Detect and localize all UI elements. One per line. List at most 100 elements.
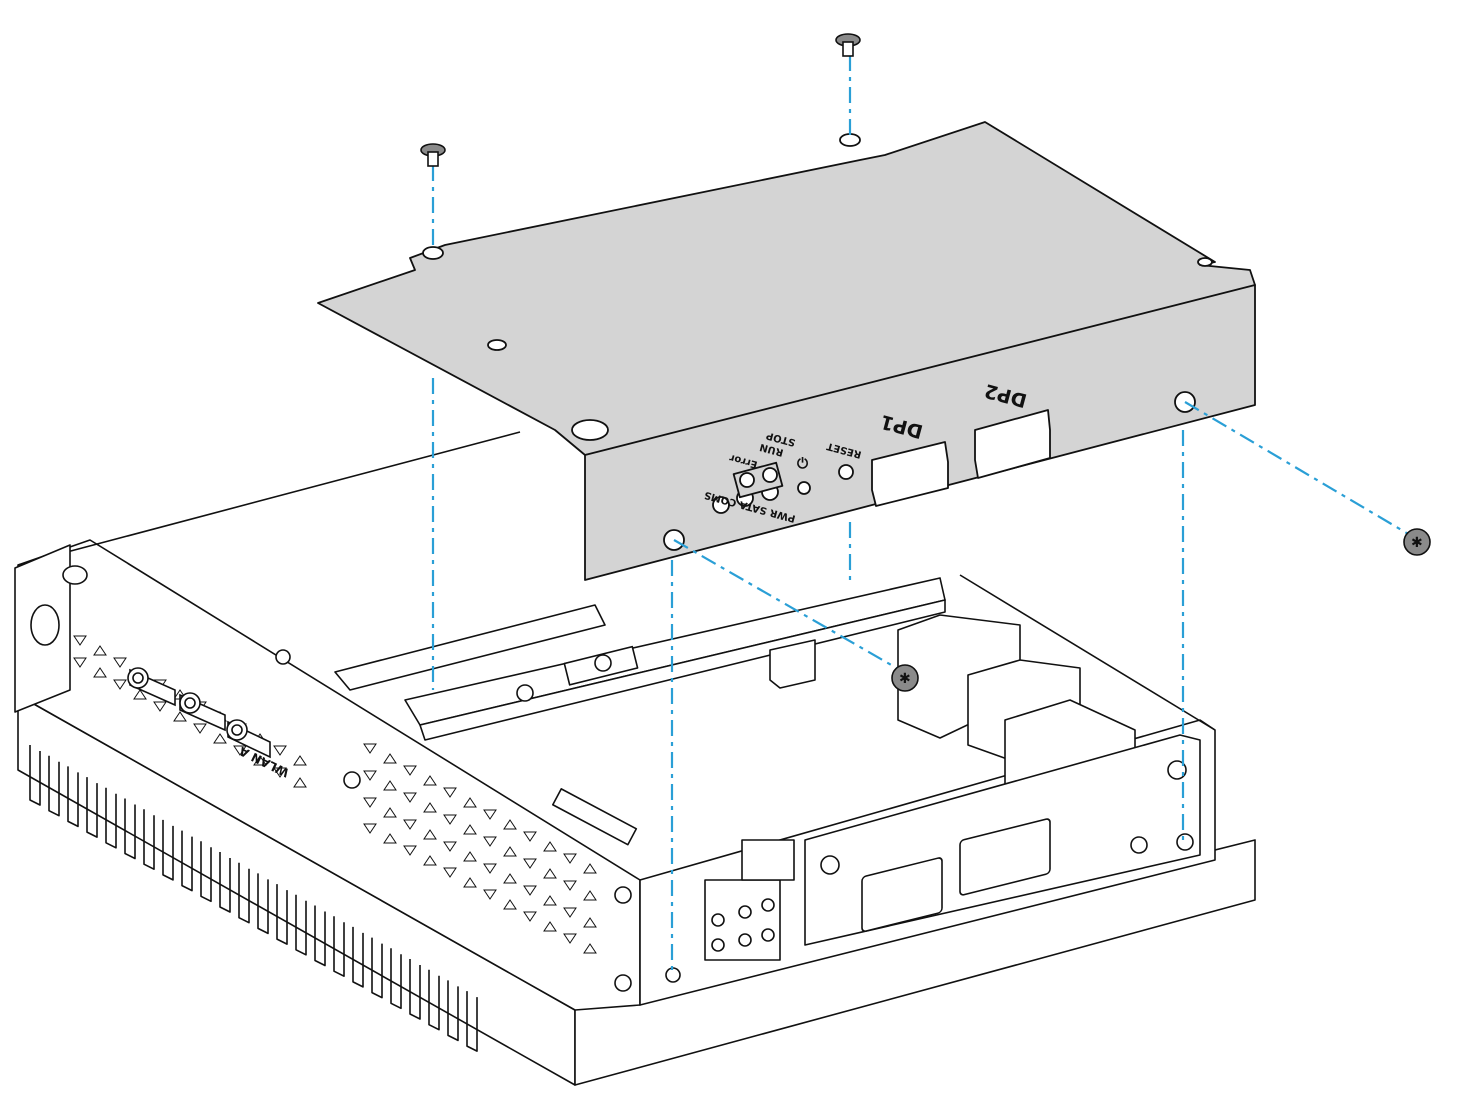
vent-hole [423,829,437,840]
screw-top-right [835,33,861,57]
power-symbol: ⏻ [797,456,808,472]
sata-port-2 [959,818,1051,896]
vent-hole [543,841,557,852]
screw-side-right: ✱ [1403,528,1431,556]
heatsink-fin [257,873,269,935]
vent-hole [403,819,417,830]
terminal-3 [761,898,775,912]
vent-hole [73,635,87,646]
vent-hole [503,819,517,830]
rail-hole-2 [516,684,534,702]
cover-hole-top-left [422,246,444,260]
heatsink-fin [67,766,79,828]
side-plate-hole-1 [820,855,840,875]
vent-hole [463,851,477,862]
rail-hole [594,654,612,672]
heatsink-fin [295,894,307,956]
screw-top-left [420,143,446,167]
terminal-2 [738,905,752,919]
vent-hole [233,745,247,756]
vent-hole [443,787,457,798]
chassis-right-back-edge [959,574,1216,731]
vent-hole [383,807,397,818]
vent-hole [563,853,577,864]
wall-screw-1 [343,771,361,789]
wall-screw-3 [614,974,632,992]
chassis [14,431,1256,1086]
cover-hole-top-right [839,133,861,147]
vent-hole [213,733,227,744]
reset-hole [838,464,854,480]
terminal-6 [761,928,775,942]
side-plate-hole-2 [1130,836,1148,854]
cover-plate: ⏻ [317,121,1256,581]
heatsink-fin [428,969,440,1031]
side-plate-hole-3 [1167,760,1187,780]
vent-hole [483,863,497,874]
side-plate-hole-4 [1176,833,1194,851]
vent-hole [563,907,577,918]
vent-hole [523,911,537,922]
svg-text:✱: ✱ [1411,535,1423,551]
antenna-connector-2 [179,692,226,732]
vent-hole [463,797,477,808]
vent-hole [383,753,397,764]
chassis-bottom-hole [665,967,681,983]
vent-hole [113,657,127,668]
dp2-cutout [974,409,1051,479]
vent-hole [383,780,397,791]
heatsink-fin [86,777,98,838]
heatsink-fin [447,980,459,1042]
vent-hole [383,833,397,844]
heatsink-fin [29,745,41,806]
screw-side-front: ✱ [891,664,919,692]
vent-hole [543,921,557,932]
guide-right-flange-diag [1184,401,1411,536]
vent-hole [443,867,457,878]
heatsink-fins [29,745,478,1052]
vent-hole [523,831,537,842]
heatsink-fin [48,755,60,817]
terminal-4 [711,938,725,952]
vent-hole [543,895,557,906]
vent-hole [583,863,597,874]
vent-hole [153,701,167,712]
vent-hole [93,645,107,656]
heatsink-fin [238,862,250,924]
antenna-connectors [127,667,632,992]
keyhole-slot [30,604,60,646]
heatsink-fin [276,884,288,945]
vent-hole [443,841,457,852]
vent-hole [133,689,147,700]
vent-hole [363,743,377,754]
vent-hole [483,836,497,847]
vent-hole [173,711,187,722]
heatsink-fin [162,819,174,881]
vent-hole [363,797,377,808]
assembly-guide-lines [431,55,1411,975]
vent-hole [563,880,577,891]
vent-hole [463,877,477,888]
power-button-hole [797,481,811,495]
vent-hole [403,792,417,803]
vent-hole [443,814,457,825]
heatsink-fin [466,991,478,1052]
heatsink-fin [409,959,421,1020]
vent-pattern [73,635,597,954]
vent-hole [293,755,307,766]
cover-hole-mid [487,339,507,351]
vent-hole [193,723,207,734]
end-plate-screw-hole [62,565,88,585]
vent-hole [73,657,87,668]
heatsink-fin [200,841,212,903]
guide-left-flange-diag [673,539,901,671]
dp1-cutout [871,441,949,507]
cover-hole-right [1197,257,1213,267]
cover-front-flange [584,284,1256,581]
bracket-hole [275,649,291,665]
power-connector [741,839,795,881]
sata-port-1 [861,857,943,933]
vent-hole [563,933,577,944]
vent-hole [503,899,517,910]
